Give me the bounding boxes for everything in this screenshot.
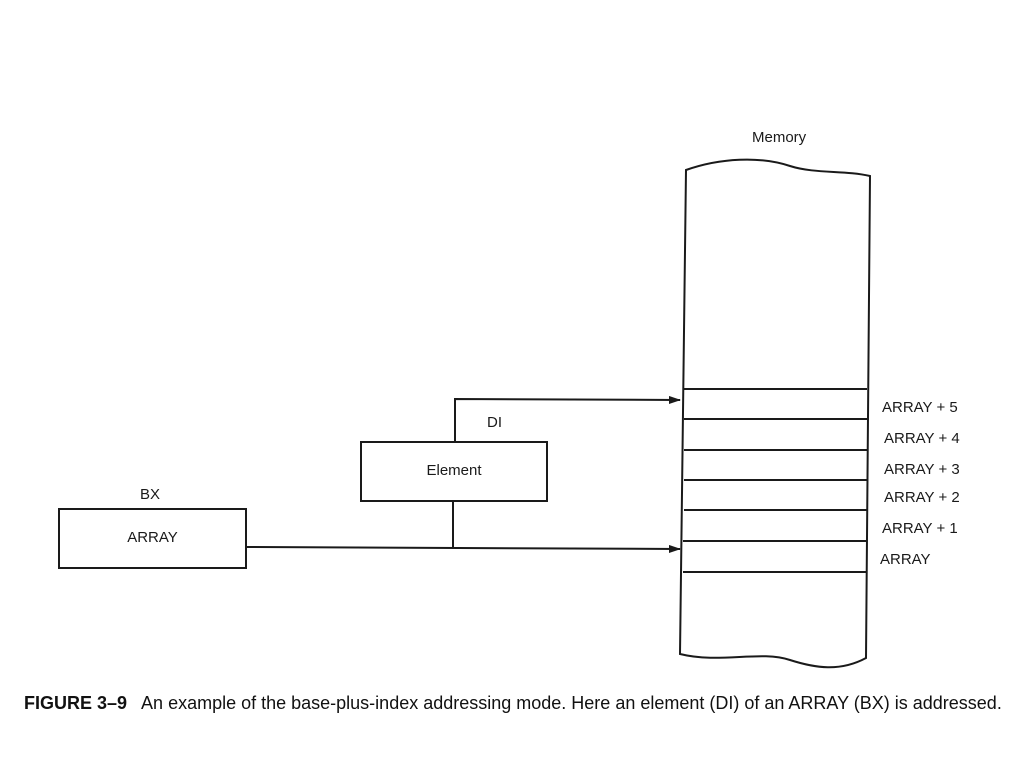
bx-register-name: BX xyxy=(140,486,161,503)
di-to-memory-arrow xyxy=(454,395,681,442)
memory-cell-label: ARRAY + 2 xyxy=(884,489,960,506)
memory-cell-label: ARRAY xyxy=(880,551,931,568)
memory-cell-label: ARRAY + 4 xyxy=(884,430,960,447)
di-register-name: DI xyxy=(487,414,502,431)
figure-number: FIGURE 3–9 xyxy=(24,693,128,713)
di-register-value: Element xyxy=(426,462,482,479)
memory-block xyxy=(678,158,872,669)
bx-to-memory-arrow xyxy=(245,544,681,553)
memory-cell-label: ARRAY + 5 xyxy=(882,399,958,416)
memory-cell-lines xyxy=(683,388,867,573)
memory-cell-label: ARRAY + 1 xyxy=(882,520,958,537)
memory-title: Memory xyxy=(752,129,807,146)
memory-cell-label: ARRAY + 3 xyxy=(884,461,960,478)
caption-text: An example of the base-plus-index addres… xyxy=(141,693,1002,713)
figure-caption: FIGURE 3–9 An example of the base-plus-in… xyxy=(24,692,1014,714)
bx-register-value: ARRAY xyxy=(127,529,178,546)
bx-register-box xyxy=(58,508,247,569)
